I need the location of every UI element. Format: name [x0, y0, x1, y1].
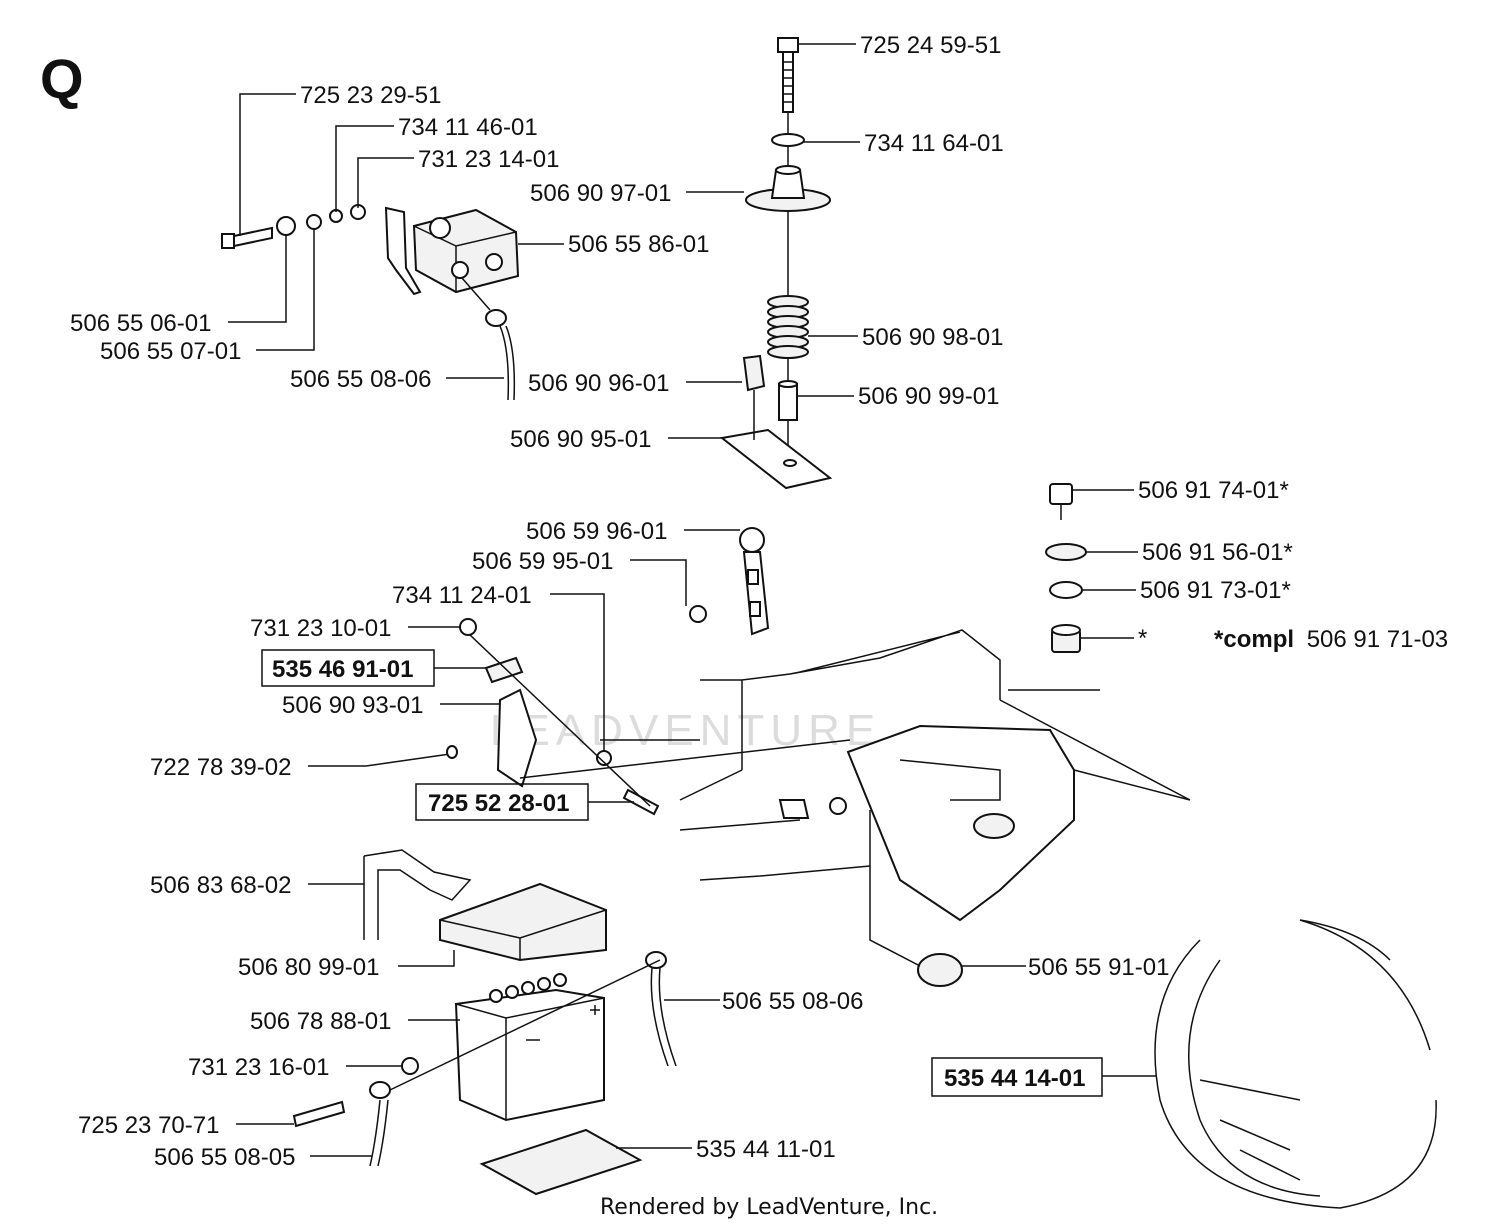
bolt-725-52-28-icon	[622, 788, 660, 816]
part-label[interactable]: 731 23 10-01	[250, 615, 391, 642]
battery-hold-down-icon	[363, 849, 472, 940]
part-label[interactable]: 506 90 98-01	[862, 324, 1003, 351]
part-label-boxed[interactable]: 725 52 28-01	[428, 790, 569, 817]
part-label[interactable]: 731 23 16-01	[188, 1054, 329, 1081]
section-letter: Q	[40, 47, 84, 110]
part-label[interactable]: 731 23 14-01	[418, 146, 559, 173]
solenoid-body-icon	[412, 208, 520, 294]
lever-pin-icon	[689, 605, 707, 623]
battery-cable-icon	[369, 1099, 389, 1167]
key-washer-icon	[1049, 581, 1083, 599]
solenoid-bolt-head-icon	[221, 233, 235, 249]
bushing-506-55-91-icon	[917, 953, 963, 987]
key-nut-icon	[1045, 543, 1087, 561]
solenoid-terminal-left-icon	[451, 261, 469, 279]
part-label[interactable]: 506 55 07-01	[100, 338, 241, 365]
lever-icon	[742, 551, 770, 636]
cable-eyelet-icon	[485, 309, 507, 327]
switch-plate-icon	[719, 428, 833, 490]
part-label[interactable]: 535 44 11-01	[696, 1136, 836, 1163]
key-icon	[1049, 483, 1073, 505]
washer-506-55-07-icon	[306, 214, 322, 230]
svg-text:*compl 506 91 71-03: *compl 506 91 71-03	[1214, 626, 1448, 653]
part-label[interactable]: 506 55 08-05	[154, 1144, 295, 1171]
part-label[interactable]: 734 11 46-01	[398, 114, 538, 141]
micro-switch-icon	[484, 656, 524, 684]
solenoid-cable-icon	[461, 277, 510, 401]
frame-housing-icon	[846, 724, 1075, 922]
part-label[interactable]: 734 11 24-01	[392, 582, 532, 609]
rivet-icon	[365, 753, 451, 767]
part-label[interactable]: *	[1138, 625, 1147, 652]
compl-note-number[interactable]: 506 91 71-03	[1307, 626, 1448, 653]
spacer-506-55-06-icon	[276, 216, 296, 236]
lever-assembly	[689, 527, 770, 636]
part-box-535-44-14	[931, 1057, 1103, 1097]
part-label[interactable]: 506 55 86-01	[568, 231, 709, 258]
part-label[interactable]: 506 80 99-01	[238, 954, 379, 981]
part-box-535-46-91	[261, 649, 435, 687]
part-label[interactable]: 506 91 56-01*	[1142, 539, 1293, 566]
washer-icon	[771, 133, 805, 147]
small-bracket-icon	[778, 799, 810, 819]
solenoid-assembly	[221, 204, 520, 401]
bolt-shank-icon	[782, 51, 794, 113]
part-label-boxed[interactable]: 535 44 14-01	[944, 1065, 1085, 1092]
solenoid-terminal-right-icon	[485, 253, 503, 271]
part-label[interactable]: 506 55 06-01	[70, 310, 211, 337]
part-label[interactable]: 722 78 39-02	[150, 754, 291, 781]
part-label[interactable]: 506 91 73-01*	[1140, 577, 1291, 604]
nut-731-23-16-icon	[401, 1057, 419, 1075]
bolt-head-icon	[777, 37, 799, 53]
solenoid-bolt-shank-icon	[233, 226, 273, 248]
part-label[interactable]: 506 55 08-06	[290, 366, 431, 393]
part-label[interactable]: 506 59 95-01	[472, 548, 613, 575]
part-label-boxed[interactable]: 535 46 91-01	[272, 656, 413, 683]
part-label[interactable]: 506 90 97-01	[530, 180, 671, 207]
seat-switch-assembly	[719, 37, 833, 490]
nut-731-23-10-icon	[459, 618, 477, 636]
part-label[interactable]: 506 78 88-01	[250, 1008, 391, 1035]
wire-harness-icon	[1154, 919, 1437, 1209]
spring-icon	[767, 295, 809, 359]
part-label[interactable]: 506 55 91-01	[1028, 954, 1169, 981]
bolt-725-23-70-icon	[292, 1100, 346, 1128]
battery-assembly	[292, 849, 677, 1196]
ignition-assembly	[1045, 483, 1087, 653]
part-box-725-52-28	[415, 783, 589, 821]
solenoid-bracket-icon	[384, 206, 422, 296]
part-label[interactable]: 506 90 99-01	[858, 383, 999, 410]
seat-switch-icon	[742, 354, 766, 392]
part-label[interactable]: 506 59 96-01	[526, 518, 667, 545]
part-label[interactable]: 725 23 70-71	[78, 1112, 219, 1139]
battery-icon	[454, 988, 605, 1122]
spacer-icon	[778, 383, 798, 421]
footer-credit: Rendered by LeadVenture, Inc.	[600, 1195, 938, 1220]
battery-mat-icon	[479, 1128, 643, 1196]
watermark-text: LEADVENTURE	[490, 706, 881, 755]
micro-switch-assembly	[365, 618, 660, 816]
part-label[interactable]: 734 11 64-01	[864, 130, 1004, 157]
battery-cover-icon	[439, 882, 607, 962]
switch-bracket-icon	[496, 688, 538, 788]
part-label[interactable]: 506 55 08-06	[722, 988, 863, 1015]
part-labels: 725 24 59-51 725 23 29-51 734 11 46-01 7…	[70, 32, 1448, 1171]
compl-note-prefix: *compl	[1214, 626, 1294, 653]
lever-knob-icon	[739, 527, 765, 553]
part-label[interactable]: 506 90 93-01	[282, 692, 423, 719]
part-label[interactable]: 725 23 29-51	[300, 82, 441, 109]
cable-eyelet-2-icon	[369, 1081, 391, 1099]
part-label[interactable]: 506 90 95-01	[510, 426, 651, 453]
part-label[interactable]: 506 90 96-01	[528, 370, 669, 397]
part-label[interactable]: 506 91 74-01*	[1138, 477, 1289, 504]
leader-lines	[228, 43, 1156, 1157]
frame-outline-icon	[700, 629, 1001, 770]
frame-assembly	[519, 629, 1191, 987]
part-label[interactable]: 725 24 59-51	[860, 32, 1001, 59]
frame-tube-icon	[973, 813, 1015, 839]
part-label[interactable]: 506 83 68-02	[150, 872, 291, 899]
